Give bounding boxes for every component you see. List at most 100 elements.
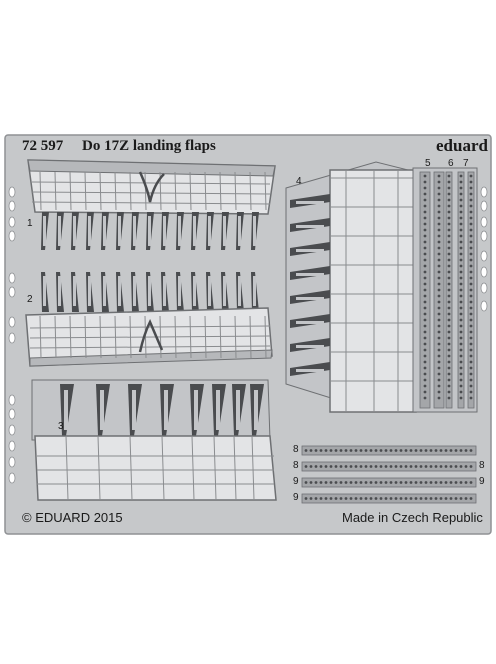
rivet-hole xyxy=(469,264,473,268)
rivet-hole xyxy=(469,306,473,310)
rivet-hole xyxy=(324,465,328,468)
rivet-hole xyxy=(319,449,323,452)
tab-hole xyxy=(8,456,16,468)
part-number-8b: 8 xyxy=(293,460,299,471)
rivet-hole xyxy=(459,204,463,208)
hinge-slot xyxy=(73,276,76,306)
rivet-hole xyxy=(449,465,453,468)
panel-line xyxy=(249,315,252,359)
rivet-hole xyxy=(469,372,473,376)
rivet-hole xyxy=(447,240,451,244)
rivet-hole xyxy=(364,497,368,500)
rivet-hole xyxy=(309,465,313,468)
hinge-slot xyxy=(88,216,91,246)
rivet-hole xyxy=(423,276,427,280)
rivet-hole xyxy=(409,497,413,500)
rivet-hole xyxy=(354,481,358,484)
panel-line xyxy=(161,435,165,501)
hinge-slot xyxy=(253,276,256,306)
rivet-hole xyxy=(339,497,343,500)
rivet-hole xyxy=(423,384,427,388)
rivet-hole xyxy=(469,449,473,452)
tab-hole xyxy=(8,316,16,328)
rivet-hole xyxy=(447,288,451,292)
hinge-slot xyxy=(118,276,121,306)
rivet-hole xyxy=(339,481,343,484)
rivet-hole xyxy=(423,174,427,178)
rivet-hole xyxy=(459,246,463,250)
rivet-hole xyxy=(469,288,473,292)
rivet-hole xyxy=(447,192,451,196)
hinge-slot xyxy=(103,276,106,306)
rivet-hole xyxy=(437,204,441,208)
rivet-hole xyxy=(459,312,463,316)
rivet-hole xyxy=(447,186,451,190)
panel-line xyxy=(264,315,267,359)
rivet-hole xyxy=(459,330,463,334)
rivet-hole xyxy=(384,481,388,484)
rivet-hole xyxy=(423,258,427,262)
rivet-hole xyxy=(469,396,473,400)
tab-hole xyxy=(8,216,16,228)
rivet-hole xyxy=(423,396,427,400)
tab-hole xyxy=(480,230,488,242)
rivet-hole xyxy=(319,481,323,484)
panel-line xyxy=(99,171,102,211)
hinge-slot xyxy=(238,216,241,246)
rivet-hole xyxy=(437,384,441,388)
hinge-slot xyxy=(296,225,324,228)
panel-line xyxy=(191,435,195,501)
rivet-hole xyxy=(447,282,451,286)
rivet-hole xyxy=(423,264,427,268)
rivet-hole xyxy=(384,465,388,468)
rivet-hole xyxy=(379,449,383,452)
rivet-hole xyxy=(423,330,427,334)
rivet-hole xyxy=(344,449,348,452)
rivet-hole xyxy=(464,497,468,500)
tab-hole xyxy=(8,394,16,406)
rivet-hole xyxy=(384,449,388,452)
rivet-hole xyxy=(437,324,441,328)
rivet-hole xyxy=(447,294,451,298)
rivet-hole xyxy=(414,449,418,452)
rivet-hole xyxy=(429,449,433,452)
rivet-hole xyxy=(309,481,313,484)
fret-tabs xyxy=(8,186,488,484)
hinge-slot xyxy=(64,390,68,430)
rivet-hole xyxy=(469,294,473,298)
rivet-hole xyxy=(424,449,428,452)
panel-line xyxy=(219,315,222,359)
rivet-hole xyxy=(459,465,463,468)
rivet-hole xyxy=(304,481,308,484)
rivet-hole xyxy=(439,449,443,452)
part-number-7: 7 xyxy=(463,158,469,169)
rivet-hole xyxy=(369,465,373,468)
rivet-hole xyxy=(389,465,393,468)
rivet-hole xyxy=(404,497,408,500)
rivet-hole xyxy=(424,465,428,468)
etched-strip xyxy=(301,461,477,472)
rivet-hole xyxy=(423,390,427,394)
rivet-hole xyxy=(459,481,463,484)
rivet-hole xyxy=(409,449,413,452)
origin-text: Made in Czech Republic xyxy=(342,510,483,525)
rivet-hole xyxy=(469,366,473,370)
rivet-hole xyxy=(437,378,441,382)
hinge-slot xyxy=(216,390,220,430)
rivet-hole xyxy=(437,186,441,190)
rivet-hole xyxy=(423,342,427,346)
rivet-hole xyxy=(469,384,473,388)
rivet-hole xyxy=(464,449,468,452)
hinge-slot xyxy=(238,276,241,306)
rivet-hole xyxy=(459,288,463,292)
rivet-hole xyxy=(389,449,393,452)
rivet-hole xyxy=(354,449,358,452)
panel-line xyxy=(234,315,237,359)
hinge-slot xyxy=(148,216,151,246)
rivet-hole xyxy=(469,300,473,304)
rivet-hole xyxy=(459,372,463,376)
rivet-hole xyxy=(469,216,473,220)
rivet-hole xyxy=(469,312,473,316)
rivet-hole xyxy=(454,465,458,468)
rivet-hole xyxy=(423,234,427,238)
